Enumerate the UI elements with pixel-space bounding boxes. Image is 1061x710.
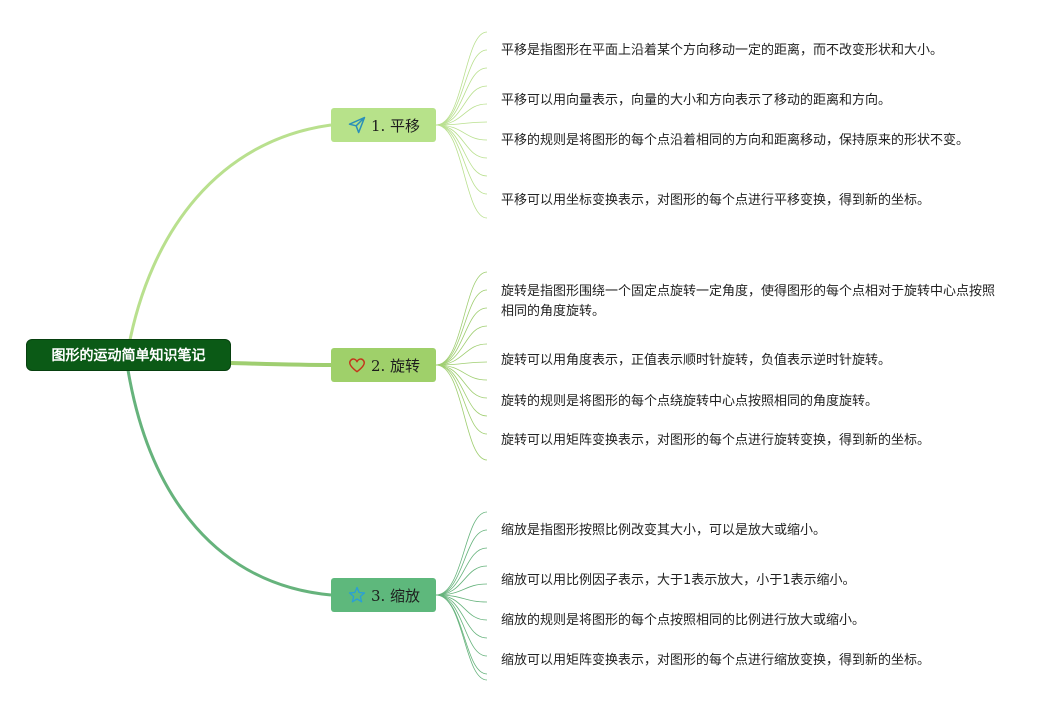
leaf-connector bbox=[435, 594, 488, 639]
leaf-scaling-2[interactable]: 缩放可以用比例因子表示，大于1表示放大，小于1表示缩小。 bbox=[501, 573, 856, 588]
leaf-connector bbox=[435, 103, 488, 126]
connector-root-branch-3 bbox=[126, 369, 332, 597]
leaf-translation-3[interactable]: 平移的规则是将图形的每个点沿着相同的方向和距离移动，保持原来的形状不变。 bbox=[501, 133, 970, 148]
leaf-rotation-2[interactable]: 旋转可以用角度表示，正值表示顺时针旋转，负值表示逆时针旋转。 bbox=[501, 353, 892, 368]
leaf-connector bbox=[435, 364, 488, 435]
leaf-connector bbox=[435, 124, 488, 195]
leaf-connector bbox=[435, 565, 488, 596]
branch-scaling[interactable]: 3. 缩放 bbox=[331, 578, 436, 612]
branch-scaling-label: 3. 缩放 bbox=[370, 586, 421, 605]
leaf-connector bbox=[435, 325, 488, 366]
leaf-connector bbox=[435, 67, 488, 126]
leaf-connector bbox=[435, 49, 488, 126]
leaf-connector bbox=[435, 271, 488, 366]
leaf-scaling-4[interactable]: 缩放可以用矩阵变换表示，对图形的每个点进行缩放变换，得到新的坐标。 bbox=[501, 653, 931, 668]
leaf-connector bbox=[435, 124, 488, 219]
leaf-connector bbox=[435, 529, 488, 596]
leaf-translation-4[interactable]: 平移可以用坐标变换表示，对图形的每个点进行平移变换，得到新的坐标。 bbox=[501, 193, 931, 208]
leaf-connector bbox=[435, 364, 488, 417]
leaf-connector bbox=[435, 594, 488, 621]
leaf-rotation-1[interactable]: 旋转是指图形围绕一个固定点旋转一定角度，使得图形的每个点相对于旋转中心点按照相同… bbox=[501, 284, 996, 319]
leaf-connector bbox=[435, 594, 488, 657]
leaf-connector bbox=[435, 594, 488, 681]
leaf-scaling-1[interactable]: 缩放是指图形按照比例改变其大小，可以是放大或缩小。 bbox=[501, 523, 827, 538]
leaf-connector bbox=[435, 307, 488, 366]
leaf-connector bbox=[435, 364, 488, 461]
leaf-connector bbox=[435, 511, 488, 596]
leaf-translation-2[interactable]: 平移可以用向量表示，向量的大小和方向表示了移动的距离和方向。 bbox=[501, 93, 892, 108]
leaf-connector bbox=[435, 343, 488, 366]
branch-rotation[interactable]: 2. 旋转 bbox=[331, 348, 436, 382]
leaf-connector bbox=[435, 547, 488, 596]
leaf-connector bbox=[435, 289, 488, 366]
root-topic-label: 图形的运动简单知识笔记 bbox=[51, 348, 206, 364]
connector-root-branch-2 bbox=[230, 361, 332, 367]
branch-rotation-label: 2. 旋转 bbox=[370, 356, 421, 375]
branch-translation[interactable]: 1. 平移 bbox=[331, 108, 436, 142]
leaf-connector bbox=[435, 583, 488, 596]
paper-plane-icon bbox=[347, 115, 367, 135]
leaf-connector bbox=[435, 124, 488, 159]
leaf-connector bbox=[435, 124, 488, 177]
leaf-connectors bbox=[435, 31, 488, 681]
heart-icon bbox=[347, 355, 367, 375]
leaf-connector bbox=[435, 364, 488, 399]
branch-translation-label: 1. 平移 bbox=[370, 116, 421, 135]
leaf-scaling-3[interactable]: 缩放的规则是将图形的每个点按照相同的比例进行放大或缩小。 bbox=[501, 613, 866, 628]
leaf-rotation-3[interactable]: 旋转的规则是将图形的每个点绕旋转中心点按照相同的角度旋转。 bbox=[501, 394, 879, 409]
star-icon bbox=[347, 585, 367, 605]
leaf-translation-1[interactable]: 平移是指图形在平面上沿着某个方向移动一定的距离，而不改变形状和大小。 bbox=[501, 43, 944, 58]
leaf-rotation-4[interactable]: 旋转可以用矩阵变换表示，对图形的每个点进行旋转变换，得到新的坐标。 bbox=[501, 433, 931, 448]
leaf-connector bbox=[435, 85, 488, 126]
leaf-connector bbox=[435, 31, 488, 126]
leaf-connector bbox=[435, 594, 488, 675]
root-topic[interactable]: 图形的运动简单知识笔记 bbox=[26, 339, 231, 371]
connector-root-branch-1 bbox=[126, 123, 332, 351]
